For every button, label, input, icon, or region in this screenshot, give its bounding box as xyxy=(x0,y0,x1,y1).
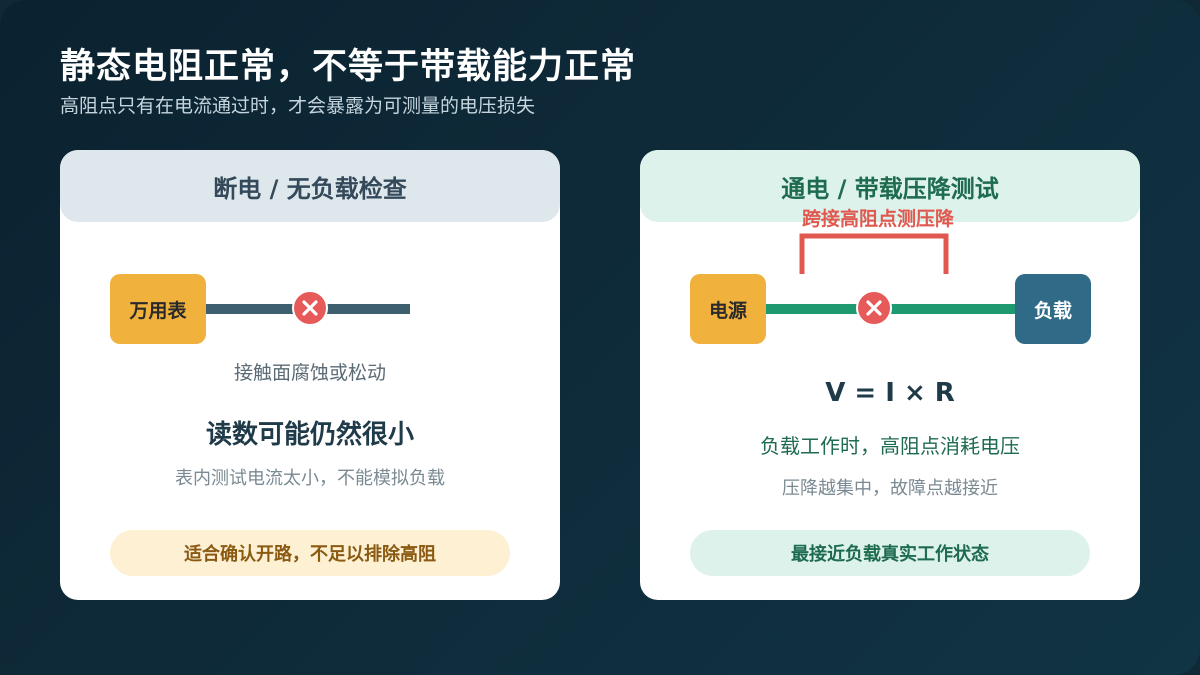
measurement-bracket xyxy=(799,233,949,274)
page-title: 静态电阻正常，不等于带载能力正常 xyxy=(60,47,637,87)
fault-x-icon xyxy=(292,290,328,326)
contact-note: 接触面腐蚀或松动 xyxy=(233,362,386,384)
card-offline-check: 断电 / 无负载检查 万用表 接触面腐蚀或松动 读数可能仍然很小 表内测试电流太… xyxy=(60,150,560,600)
voltage-drop-statement: 负载工作时，高阻点消耗电压 xyxy=(760,434,1020,458)
page-subtitle: 高阻点只有在电流通过时，才会暴露为可测量的电压损失 xyxy=(60,95,536,117)
card-load-test: 通电 / 带载压降测试 跨接高阻点测压降 电源 负载 V = I × R 负载工… xyxy=(640,150,1140,600)
card-load-title: 通电 / 带载压降测试 xyxy=(640,150,1140,222)
multimeter-box: 万用表 xyxy=(110,274,206,344)
ohms-law-formula: V = I × R xyxy=(825,378,955,408)
conclusion-pill: 最接近负载真实工作状态 xyxy=(690,530,1090,576)
voltage-drop-detail: 压降越集中，故障点越接近 xyxy=(782,478,998,499)
load-box: 负载 xyxy=(1015,274,1091,344)
fault-x-icon xyxy=(856,290,892,326)
card-offline-title: 断电 / 无负载检查 xyxy=(60,150,560,222)
bracket-label: 跨接高阻点测压降 xyxy=(801,208,954,230)
reading-detail: 表内测试电流太小，不能模拟负载 xyxy=(175,468,445,489)
reading-statement: 读数可能仍然很小 xyxy=(205,420,414,450)
power-source-box: 电源 xyxy=(690,274,766,344)
conclusion-pill: 适合确认开路，不足以排除高阻 xyxy=(110,530,510,576)
